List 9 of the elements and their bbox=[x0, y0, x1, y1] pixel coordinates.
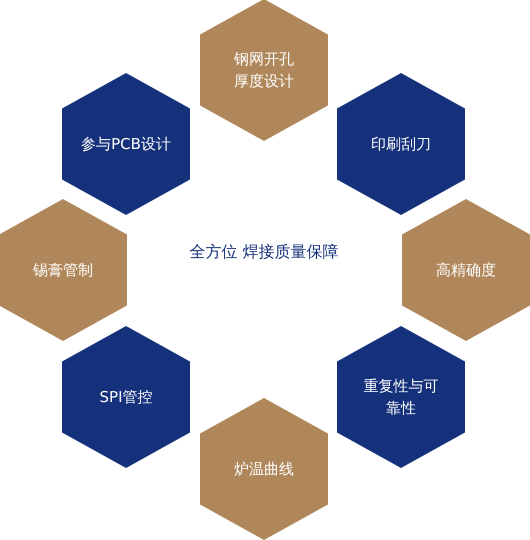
hexagon-tile: SPI管控 bbox=[62, 326, 190, 468]
hexagon-tile: 钢网开孔厚度设计 bbox=[200, 0, 328, 141]
hexagon-tile: 参与PCB设计 bbox=[62, 73, 190, 215]
hexagon-tile: 重复性与可靠性 bbox=[337, 326, 465, 468]
center-title: 全方位 焊接质量保障 bbox=[188, 241, 340, 263]
hexagon-tile: 锡膏管制 bbox=[0, 199, 127, 341]
hexagon-tile: 炉温曲线 bbox=[200, 398, 328, 540]
hexagon-tile: 印刷刮刀 bbox=[337, 73, 465, 215]
hexagon-tile: 高精确度 bbox=[402, 199, 530, 341]
